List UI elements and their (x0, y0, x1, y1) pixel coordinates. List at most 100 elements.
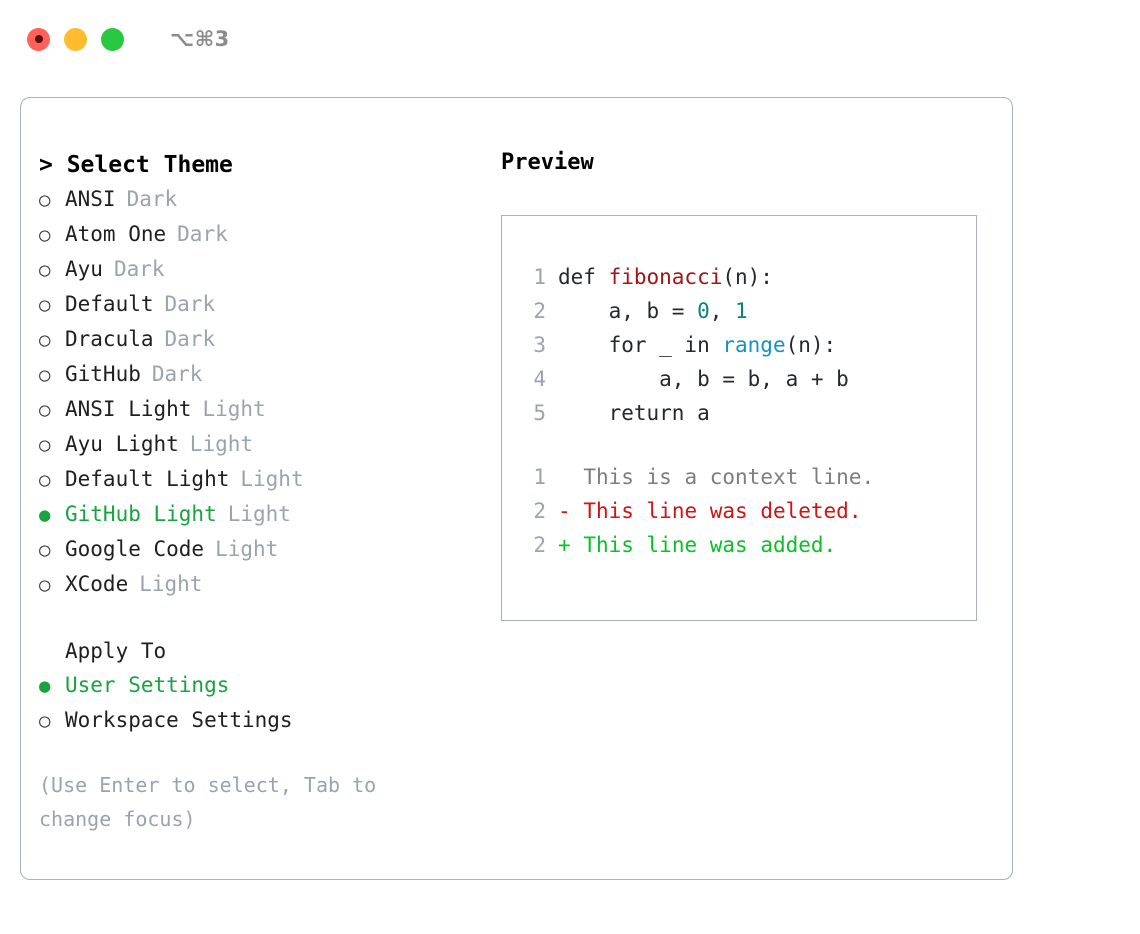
theme-category-tag: Light (227, 502, 291, 526)
code-token: for _ in (558, 333, 723, 357)
theme-name: Ayu Light (65, 432, 179, 456)
diff-text: This line was deleted. (583, 499, 862, 523)
theme-list-item[interactable]: ○ Ayu Dark (39, 252, 489, 287)
theme-category-tag: Light (189, 432, 254, 456)
diff-spacer (571, 528, 584, 562)
theme-category-tag: Dark (164, 327, 216, 351)
radio-unselected-icon: ○ (39, 189, 51, 211)
theme-list-item[interactable]: ○ Google Code Light (39, 532, 489, 567)
apply-to-label: Apply To (65, 639, 167, 663)
record-indicator-icon (34, 35, 43, 43)
theme-category-tag: Light (215, 537, 279, 561)
theme-list-item[interactable]: ○ ANSI Light Light (39, 392, 489, 427)
diff-line: 2+ This line was added. (520, 528, 976, 562)
keyboard-hint: (Use Enter to select, Tab to change focu… (39, 773, 377, 831)
radio-unselected-icon: ○ (39, 364, 51, 386)
minimize-button-icon[interactable] (64, 27, 87, 51)
theme-category-tag: Dark (177, 222, 228, 246)
radio-unselected-icon: ○ (39, 224, 51, 246)
theme-name: Ayu (65, 257, 103, 281)
radio-unselected-icon: ○ (39, 399, 51, 421)
theme-list-item[interactable]: ○ GitHub Dark (39, 357, 489, 392)
theme-list-item[interactable]: ● GitHub Light Light (39, 497, 489, 532)
code-token: a, b = (558, 299, 698, 323)
code-token: fibonacci (608, 265, 723, 289)
line-number: 1 (533, 465, 546, 489)
spacer (520, 430, 976, 460)
radio-selected-icon: ● (39, 504, 51, 526)
spacer (39, 602, 489, 634)
diff-marker: + (558, 533, 571, 557)
theme-name: GitHub (65, 362, 141, 386)
diff-spacer (571, 494, 584, 528)
apply-to-option[interactable]: ○Workspace Settings (39, 703, 489, 738)
radio-unselected-icon: ○ (39, 710, 51, 732)
theme-category-tag: Light (202, 397, 266, 421)
theme-list-item[interactable]: ○ Default Light Light (39, 462, 489, 497)
line-number: 4 (533, 367, 546, 391)
line-number: 5 (533, 401, 546, 425)
diff-marker (558, 460, 571, 494)
diff-line: 2- This line was deleted. (520, 494, 976, 528)
diff-line: 1 This is a context line. (520, 460, 976, 494)
apply-to-option-label: User Settings (65, 673, 230, 697)
line-number: 2 (533, 299, 546, 323)
theme-category-tag: Light (240, 467, 304, 491)
close-button-icon[interactable] (27, 27, 50, 51)
theme-name: XCode (65, 572, 129, 596)
theme-category-tag: Dark (113, 257, 165, 281)
theme-list-item[interactable]: ○ Atom One Dark (39, 217, 489, 252)
diff-spacer (571, 460, 584, 494)
preview-title: Preview (501, 150, 594, 175)
code-token: (n): (722, 265, 773, 289)
theme-name: Google Code (65, 537, 205, 561)
window-controls (27, 27, 124, 51)
theme-category-tag: Dark (164, 292, 216, 316)
apply-to-option[interactable]: ●User Settings (39, 668, 489, 703)
code-token: range (722, 333, 786, 357)
code-token: 1 (735, 299, 748, 323)
radio-unselected-icon: ○ (39, 294, 51, 316)
diff-sample: 1 This is a context line.2- This line wa… (520, 460, 976, 562)
diff-text: This is a context line. (583, 465, 875, 489)
code-line: 2 a, b = 0, 1 (520, 294, 976, 328)
radio-unselected-icon: ○ (39, 259, 51, 281)
theme-category-tag: Dark (151, 362, 203, 386)
line-number: 2 (533, 499, 546, 523)
code-token: (n): (785, 333, 837, 357)
diff-text: This line was added. (583, 533, 837, 557)
theme-name: ANSI Light (65, 397, 192, 421)
maximize-button-icon[interactable] (101, 27, 124, 51)
theme-category-tag: Light (139, 572, 203, 596)
theme-category-tag: Dark (126, 187, 178, 211)
code-line: 4 a, b = b, a + b (520, 362, 976, 396)
theme-name: Default Light (65, 467, 230, 491)
radio-unselected-icon: ○ (39, 434, 51, 456)
theme-list-item[interactable]: ○ Dracula Dark (39, 322, 489, 357)
radio-unselected-icon: ○ (39, 329, 51, 351)
theme-name: Dracula (65, 327, 154, 351)
theme-name: GitHub Light (65, 502, 217, 526)
radio-unselected-icon: ○ (39, 469, 51, 491)
code-token: return a (558, 401, 710, 425)
radio-unselected-icon: ○ (39, 539, 51, 561)
code-token: 0 (697, 299, 710, 323)
line-number: 1 (533, 265, 546, 289)
theme-list-item[interactable]: ○ Ayu Light Light (39, 427, 489, 462)
keyboard-shortcut-label: ⌥⌘3 (170, 27, 230, 51)
apply-to-list[interactable]: ●User Settings○Workspace Settings (39, 668, 489, 738)
diff-marker: - (558, 499, 571, 523)
theme-name: Atom One (65, 222, 167, 246)
title-bar: ⌥⌘3 (0, 0, 1140, 78)
